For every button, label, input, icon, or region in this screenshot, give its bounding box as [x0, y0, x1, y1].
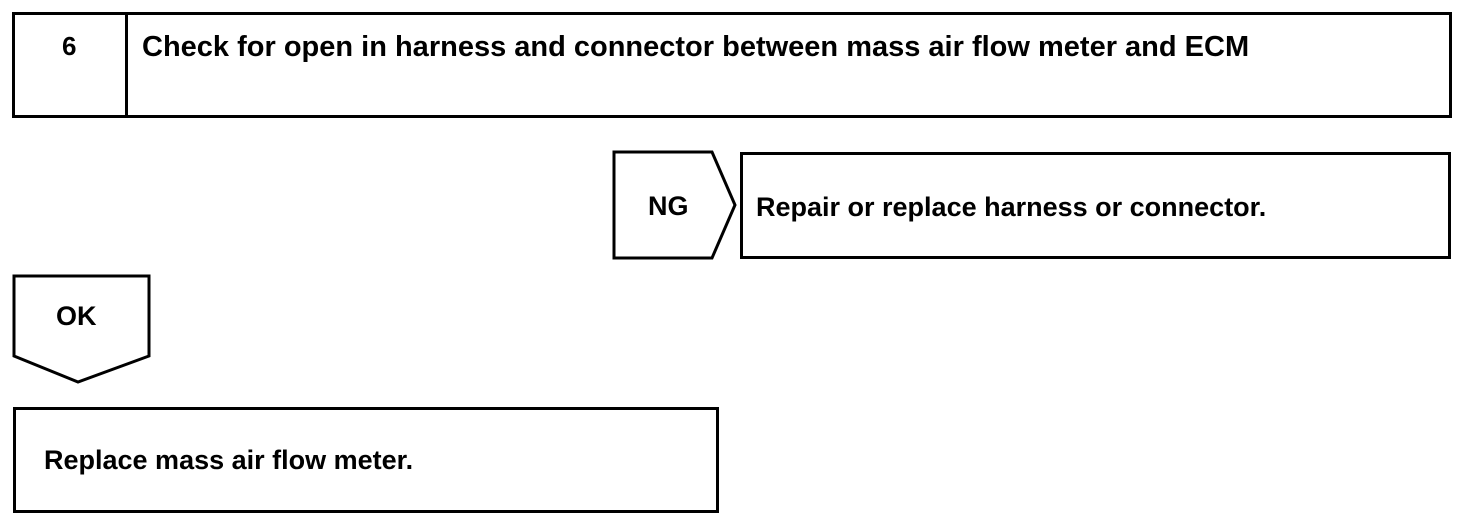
step-number: 6 [62, 31, 77, 61]
step-title: Check for open in harness and connector … [142, 31, 1250, 63]
ok-label: OK [56, 301, 97, 331]
step-number-divider [125, 12, 128, 118]
ok-action-text: Replace mass air flow meter. [44, 445, 414, 475]
ng-action-box [740, 152, 1451, 259]
step-header-box [12, 12, 1452, 118]
ok-action-box [13, 407, 719, 513]
ng-label: NG [648, 191, 689, 221]
ng-action-text: Repair or replace harness or connector. [756, 192, 1267, 222]
